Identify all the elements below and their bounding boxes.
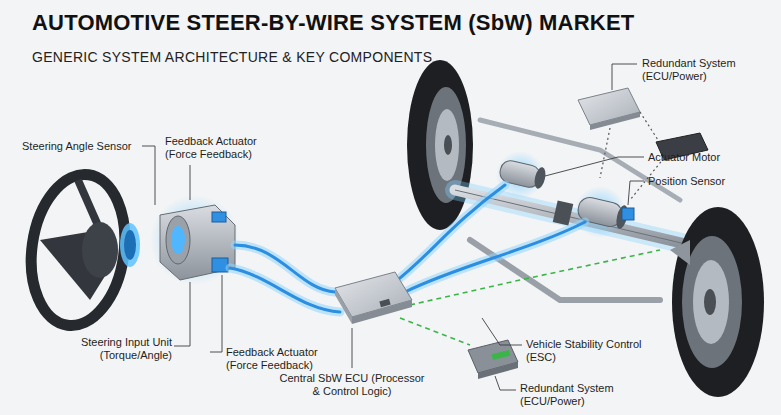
callout-label: Redundant System (ECU/Power) <box>642 57 747 83</box>
callout-label: Steering Input Unit (Torque/Angle) <box>62 336 172 362</box>
redundant-ecu <box>468 340 518 379</box>
feedback-actuator <box>150 195 240 285</box>
callout-label: Redundant System (ECU/Power) <box>520 382 625 408</box>
callout-label: Feedback Actuator (Force Feedback) <box>165 135 275 161</box>
steering-wheel <box>22 168 140 331</box>
callout-label: Feedback Actuator (Force Feedback) <box>226 346 336 372</box>
front-wheel-left <box>407 60 473 230</box>
subtitle: GENERIC SYSTEM ARCHITECTURE & KEY COMPON… <box>32 49 432 66</box>
callout-label: Position Sensor <box>648 175 725 188</box>
front-wheel-right <box>670 207 764 397</box>
actuator-motor <box>496 151 630 238</box>
callout-label: Vehicle Stability Control (ESC) <box>526 338 666 364</box>
esc-link <box>400 250 660 345</box>
position-sensor <box>622 208 634 220</box>
callout-label: Actuator Motor <box>648 151 720 164</box>
callout-label: Steering Angle Sensor <box>22 140 131 153</box>
diagram-title: AUTOMOTIVE STEER-BY-WIRE SYSTEM (SbW) MA… <box>32 10 634 36</box>
callout-label: Central SbW ECU (Processor & Control Log… <box>277 372 427 398</box>
central-ecu <box>335 272 412 324</box>
